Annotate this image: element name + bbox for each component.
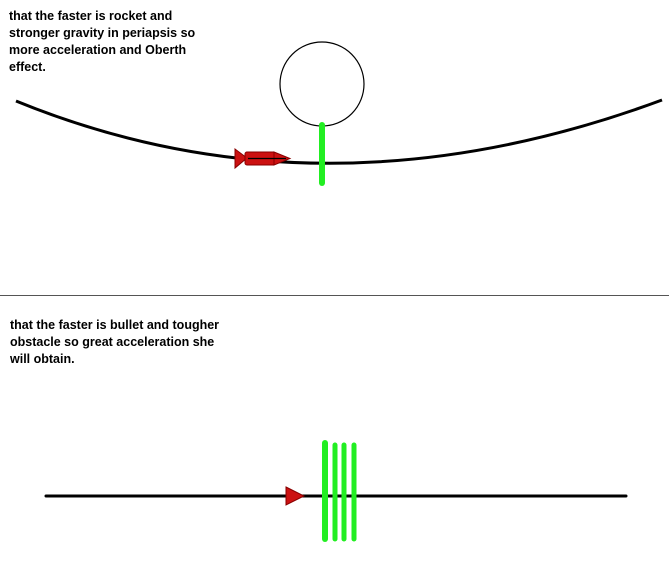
- rocket-icon: [234, 148, 292, 170]
- bottom-caption: that the faster is bullet and tougher ob…: [10, 318, 220, 366]
- orbit-trajectory: [15, 98, 663, 165]
- planet-circle: [279, 41, 365, 127]
- bullet-icon: [285, 486, 306, 506]
- obstacle-bars: [322, 440, 357, 542]
- top-caption: that the faster is rocket and stronger g…: [9, 9, 196, 74]
